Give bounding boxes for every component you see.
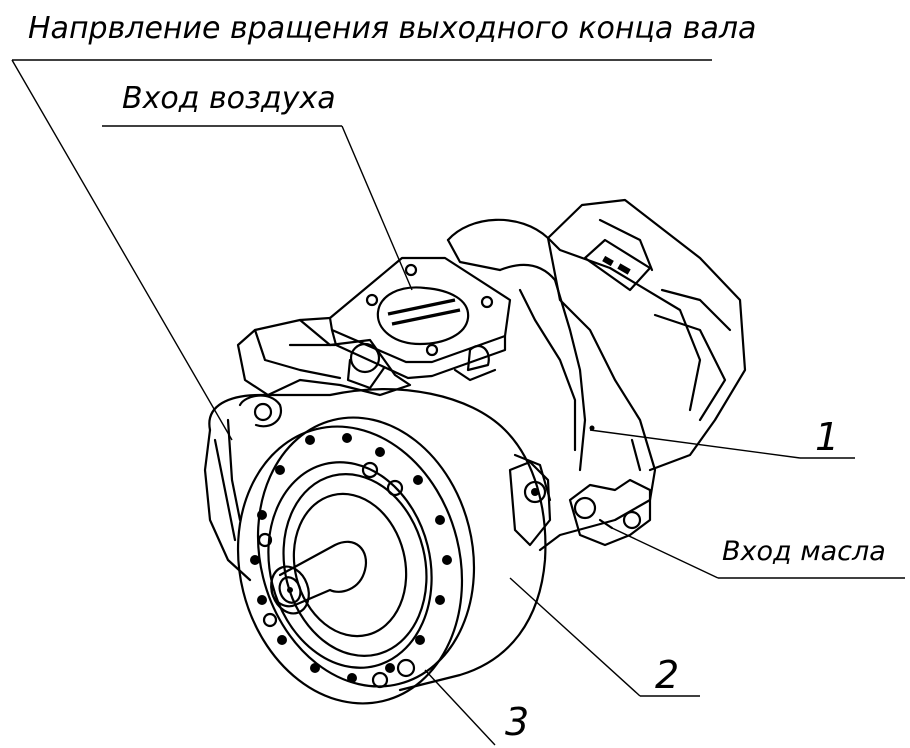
- flange-bolt-holes: [250, 433, 452, 689]
- front-flange: [236, 416, 476, 705]
- air-inlet-flange: [288, 256, 512, 380]
- air-inlet-leader-line: [341, 125, 413, 291]
- part-2-leader-line: [509, 577, 641, 697]
- upper-bracket: [236, 318, 497, 397]
- part-1-leader-line: [589, 429, 801, 459]
- part-3-label: 3: [505, 700, 529, 744]
- rotation-leader-line: [11, 59, 233, 441]
- part-1-label: 1: [815, 415, 839, 459]
- oil-inlet-leader-line: [611, 527, 719, 579]
- air-inlet-label: Вход воздуха: [122, 81, 336, 116]
- main-body: [446, 218, 657, 552]
- leader-lines: [11, 59, 801, 746]
- part-3-leader-line: [424, 669, 496, 746]
- rear-motor-housing: [546, 198, 747, 472]
- front-housing: [203, 388, 552, 692]
- rotation-direction-label: Напрвление вращения выходного конца вала: [28, 11, 756, 46]
- part-2-label: 2: [655, 653, 679, 697]
- output-shaft: [270, 540, 368, 615]
- oil-inlet-fitting: [568, 478, 652, 547]
- side-bracket: [508, 460, 552, 547]
- oil-inlet-label: Вход масла: [722, 536, 886, 567]
